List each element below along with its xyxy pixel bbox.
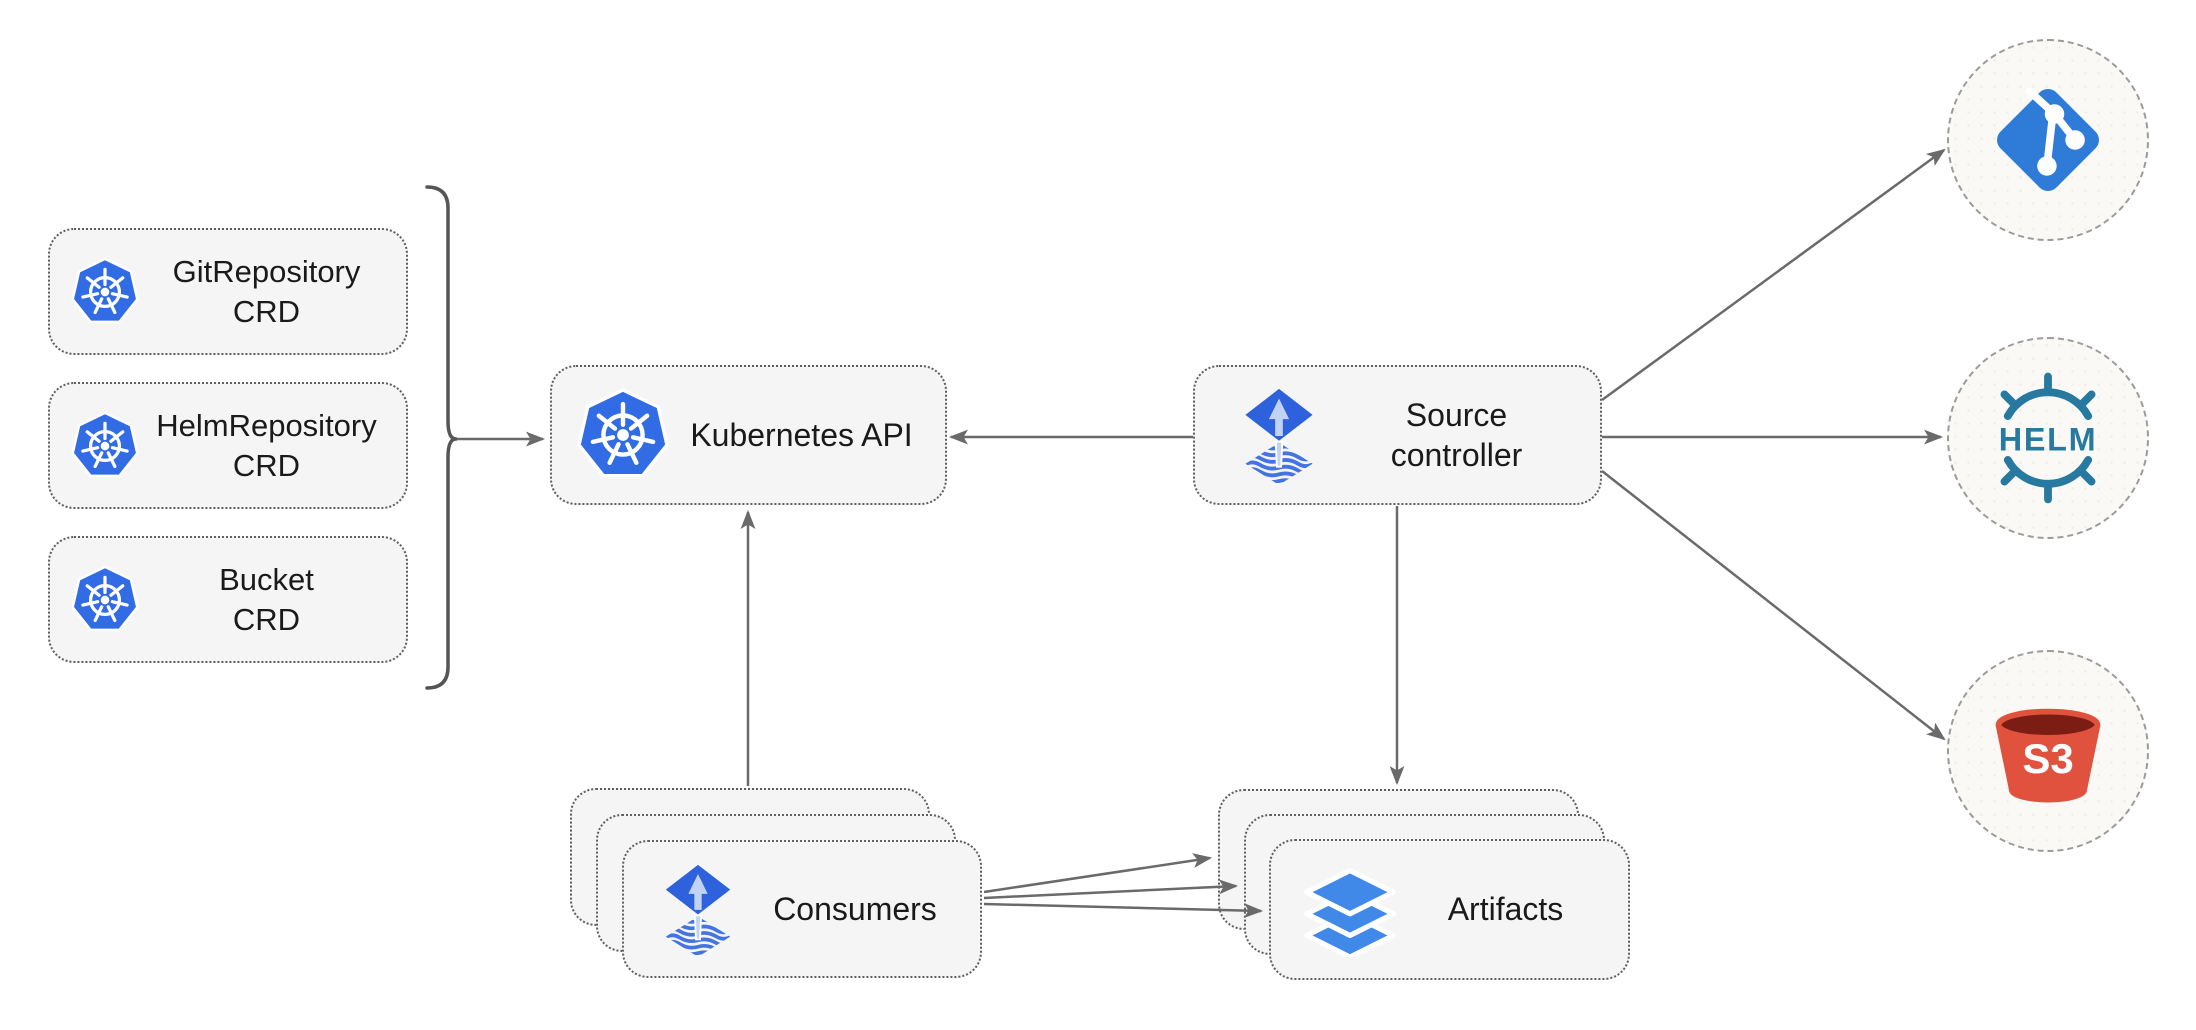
git-icon bbox=[1983, 75, 2113, 205]
layers-icon bbox=[1303, 863, 1397, 957]
node-label: Kubernetes API bbox=[690, 416, 913, 453]
node-label: HelmRepository CRD bbox=[156, 408, 377, 483]
node-label: Source controller bbox=[1390, 396, 1523, 473]
arrow-consumers-to-artifacts-middle bbox=[983, 879, 1239, 900]
node-label: GitRepository CRD bbox=[172, 254, 361, 329]
consumers-node: Consumers bbox=[622, 840, 982, 978]
source-controller-node: Source controller bbox=[1193, 365, 1602, 505]
flux-icon bbox=[652, 863, 744, 955]
gitrepository-crd-node: GitRepository CRD bbox=[48, 228, 408, 355]
bucket-crd-node: Bucket CRD bbox=[48, 536, 408, 663]
node-label: Artifacts bbox=[1447, 891, 1564, 928]
kubernetes-wheel-icon bbox=[69, 410, 141, 482]
kubernetes-wheel-icon bbox=[69, 564, 141, 636]
node-label: Consumers bbox=[773, 890, 937, 927]
crd-group-brace bbox=[425, 185, 458, 690]
arrow-consumers-to-artifacts-back bbox=[983, 853, 1213, 894]
node-label: Bucket CRD bbox=[219, 562, 314, 637]
helmrepository-crd-node: HelmRepository CRD bbox=[48, 382, 408, 509]
s3-bucket-icon bbox=[1985, 688, 2111, 814]
arrow-source-controller-to-git bbox=[1601, 148, 1946, 402]
flux-icon bbox=[1231, 387, 1327, 483]
kubernetes-api-node: Kubernetes API bbox=[550, 365, 947, 505]
s3-bucket-endpoint bbox=[1947, 650, 2149, 852]
kubernetes-wheel-icon bbox=[69, 256, 141, 328]
artifacts-node: Artifacts bbox=[1269, 839, 1630, 980]
git-repository-endpoint bbox=[1947, 39, 2149, 241]
helm-wheel-icon bbox=[1981, 371, 2115, 505]
helm-repository-endpoint bbox=[1947, 337, 2149, 539]
arrow-source-controller-to-s3 bbox=[1601, 470, 1946, 741]
kubernetes-wheel-icon bbox=[574, 386, 672, 484]
